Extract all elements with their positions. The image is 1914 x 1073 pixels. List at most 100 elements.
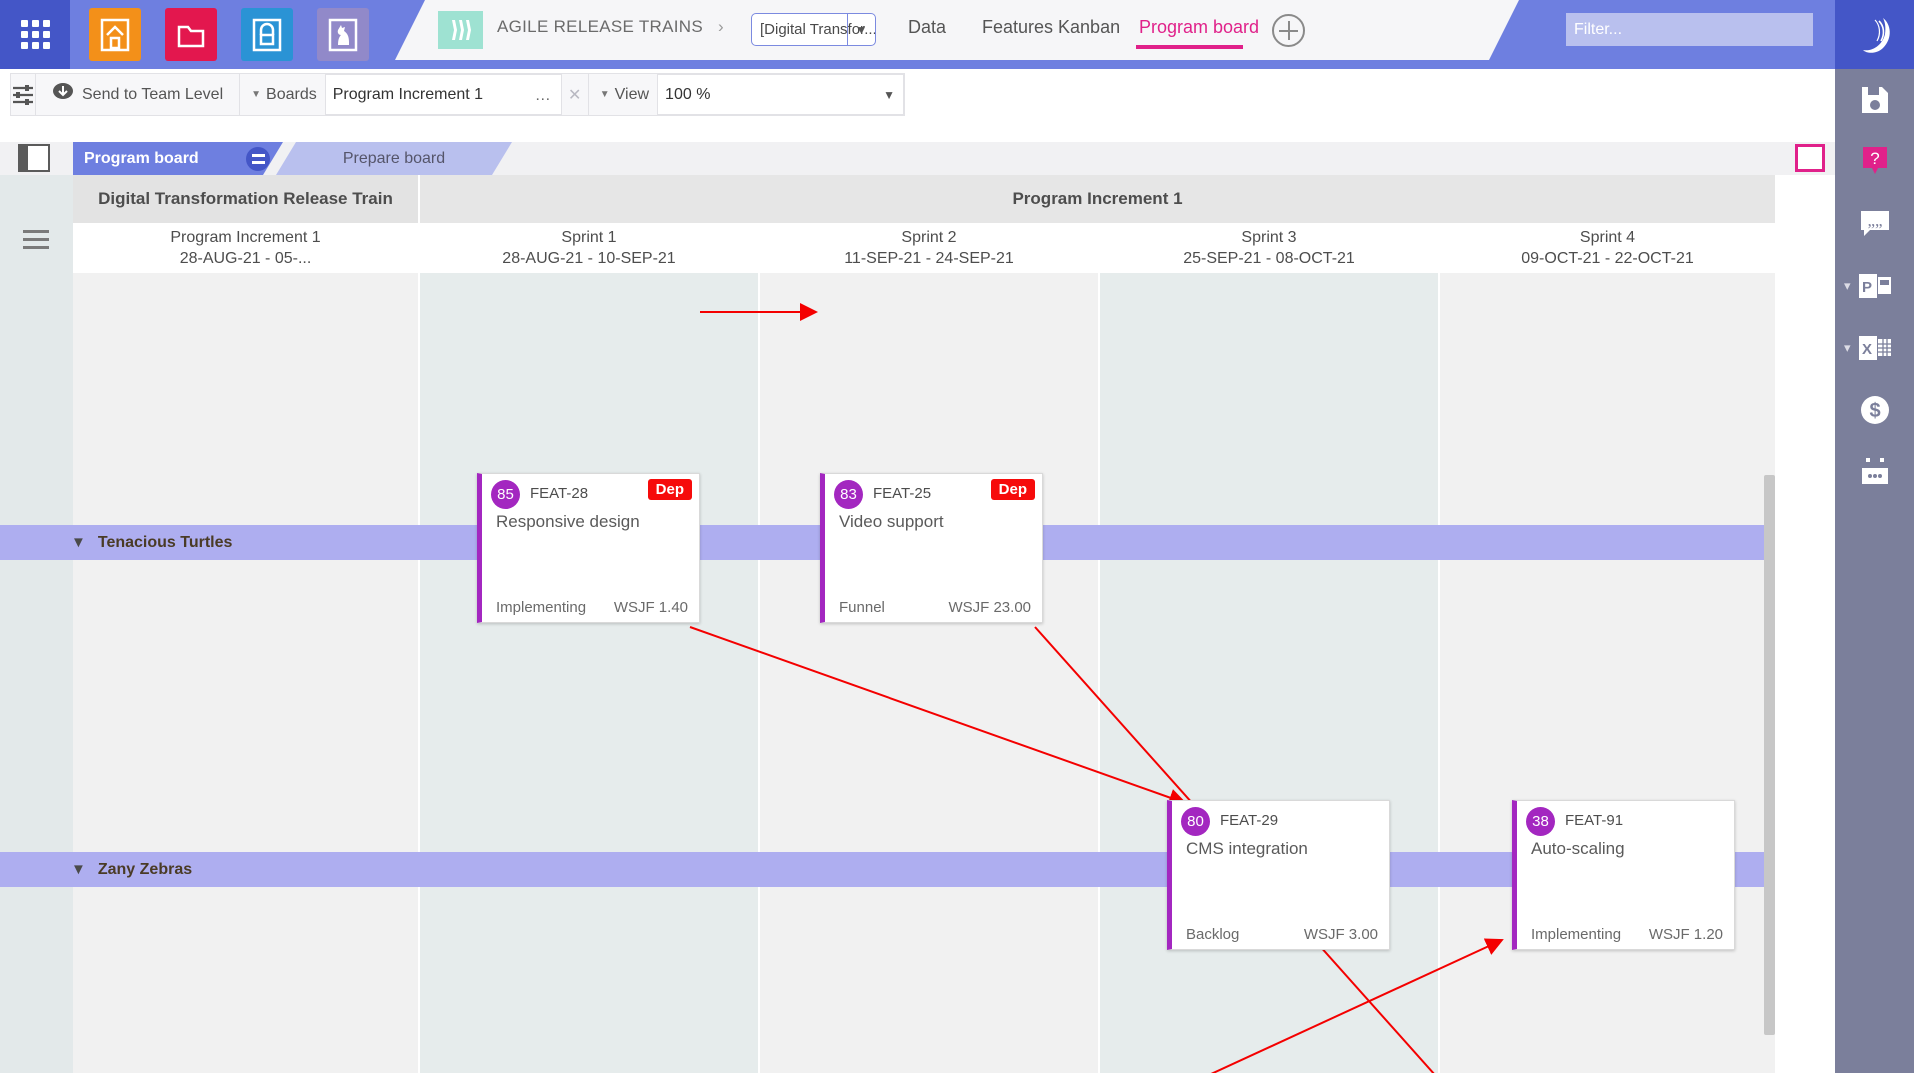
board-toolbar: Send to Team Level ▼ Boards Program Incr…	[10, 73, 905, 116]
moon-icon[interactable]	[1835, 0, 1914, 69]
tab-prepare-board-label: Prepare board	[342, 149, 446, 167]
card-score-badge: 85	[491, 480, 520, 509]
swimlane-name: Zany Zebras	[97, 860, 193, 878]
dependency-badge[interactable]: Dep	[990, 479, 1035, 500]
card-header: 85 FEAT-28 Dep	[482, 474, 699, 510]
card-footer: Implementing WSJF 1.20	[1517, 926, 1734, 943]
chevron-down-icon[interactable]: ▼	[883, 87, 896, 102]
chevron-down-icon[interactable]: ▼	[599, 89, 610, 100]
equals-badge-icon[interactable]	[246, 147, 270, 171]
tab-program-board[interactable]: Program board	[1139, 17, 1260, 37]
card-feature-id[interactable]: FEAT-28	[530, 485, 589, 502]
swimlane-name: Tenacious Turtles	[97, 533, 233, 551]
chevron-down-icon[interactable]: ▼	[847, 14, 875, 45]
add-tab-button[interactable]	[1272, 14, 1305, 47]
feature-card-feat-28[interactable]: 85 FEAT-28 Dep Responsive design Impleme…	[477, 473, 700, 623]
card-state: Implementing	[496, 599, 587, 616]
vertical-scrollbar[interactable]	[1764, 475, 1775, 1035]
release-train-header-label: Digital Transformation Release Train	[98, 189, 393, 208]
card-score-badge: 38	[1526, 807, 1555, 836]
project-select-value: [Digital Transfor...	[760, 21, 875, 38]
comments-quote-icon[interactable]: „„	[1835, 193, 1914, 255]
save-icon[interactable]	[1835, 69, 1914, 131]
card-wsjf: WSJF 1.40	[613, 599, 688, 616]
tab-program-board-label: Program board	[84, 149, 199, 167]
feature-card-feat-29[interactable]: 80 FEAT-29 CMS integration Backlog WSJF …	[1167, 800, 1390, 950]
filter-input[interactable]	[1566, 13, 1813, 46]
card-wsjf: WSJF 3.00	[1303, 926, 1378, 943]
board-left-gutter	[0, 175, 73, 1073]
column-bg-sprint4	[1440, 273, 1775, 1073]
column-header-name: Sprint 4	[1579, 228, 1636, 246]
column-header-sprint-2[interactable]: Sprint 2 11-SEP-21 - 24-SEP-21	[760, 223, 1098, 273]
column-bg-sprint3	[1100, 273, 1438, 1073]
excel-export-icon[interactable]: ▾ X	[1835, 317, 1914, 379]
card-feature-id[interactable]: FEAT-25	[873, 485, 932, 502]
card-feature-id[interactable]: FEAT-29	[1220, 812, 1279, 829]
send-to-team-level-button[interactable]: Send to Team Level	[36, 82, 239, 107]
tab-features-kanban[interactable]: Features Kanban	[982, 17, 1121, 37]
view-value: 100 %	[665, 85, 711, 103]
boards-clear-button[interactable]: ✕	[568, 86, 582, 104]
column-header-sprint-3[interactable]: Sprint 3 25-SEP-21 - 08-OCT-21	[1100, 223, 1438, 273]
tab-data[interactable]: Data	[908, 17, 947, 37]
chess-knight-icon[interactable]	[317, 8, 369, 61]
view-label: View	[614, 85, 650, 103]
chevron-down-icon[interactable]: ▼	[251, 89, 262, 100]
column-header-sprint-1[interactable]: Sprint 1 28-AUG-21 - 10-SEP-21	[420, 223, 758, 273]
svg-text:$: $	[1869, 400, 1880, 422]
sliders-icon[interactable]	[11, 73, 36, 116]
cost-dollar-icon[interactable]: $	[1835, 379, 1914, 441]
column-header-sprint-4[interactable]: Sprint 4 09-OCT-21 - 22-OCT-21	[1440, 223, 1775, 273]
chevron-down-icon[interactable]: ▼	[71, 861, 86, 878]
svg-text:„„: „„	[1867, 211, 1882, 230]
column-header-dates: 09-OCT-21 - 22-OCT-21	[1521, 249, 1694, 267]
card-feature-id[interactable]: FEAT-91	[1565, 812, 1624, 829]
column-header-dates: 28-AUG-21 - 10-SEP-21	[502, 249, 676, 267]
column-header-name: Sprint 1	[561, 228, 617, 246]
card-score-badge: 80	[1181, 807, 1210, 836]
feature-card-feat-91[interactable]: 38 FEAT-91 Auto-scaling Implementing WSJ…	[1512, 800, 1735, 950]
calendar-icon[interactable]	[1835, 441, 1914, 503]
boards-input[interactable]: Program Increment 1 …	[324, 74, 562, 115]
tab-prepare-board[interactable]: Prepare board	[276, 142, 512, 175]
powerpoint-export-icon[interactable]: ▾ P	[1835, 255, 1914, 317]
column-header-pi[interactable]: Program Increment 1 28-AUG-21 - 05-...	[73, 223, 418, 273]
column-header-dates: 11-SEP-21 - 24-SEP-21	[844, 249, 1014, 267]
swimlane-header-zany-zebras[interactable]: ▼ Zany Zebras	[26, 852, 1775, 887]
panel-left-toggle[interactable]	[18, 144, 50, 172]
card-header: 38 FEAT-91	[1517, 801, 1734, 837]
feature-card-feat-25[interactable]: 83 FEAT-25 Dep Video support Funnel WSJF…	[820, 473, 1043, 623]
home-icon[interactable]	[89, 8, 141, 61]
send-to-team-level-label: Send to Team Level	[82, 85, 224, 103]
chevron-down-icon[interactable]: ▼	[71, 534, 86, 551]
help-question-icon[interactable]: ?	[1835, 131, 1914, 193]
panel-right-toggle[interactable]	[1795, 144, 1825, 172]
program-increment-header: Program Increment 1	[420, 175, 1775, 223]
view-select[interactable]: 100 % ▼	[657, 74, 905, 115]
drag-handle-icon[interactable]	[23, 230, 49, 254]
column-header-name: Sprint 2	[901, 228, 957, 246]
folder-icon[interactable]	[165, 8, 217, 61]
card-state: Implementing	[1531, 926, 1622, 943]
card-title: Video support	[839, 512, 944, 531]
active-tab-underline	[1136, 45, 1243, 49]
breadcrumb-release-trains[interactable]: AGILE RELEASE TRAINS	[497, 17, 703, 36]
swimlane-gutter	[0, 852, 26, 887]
release-train-header: Digital Transformation Release Train	[73, 175, 418, 223]
program-board-grid: Digital Transformation Release Train Pro…	[0, 175, 1835, 1073]
boards-more-icon[interactable]: …	[534, 87, 552, 104]
program-increment-header-label: Program Increment 1	[1012, 189, 1183, 208]
project-select[interactable]: [Digital Transfor... ▼	[751, 13, 876, 46]
apps-grid-glyph	[20, 20, 50, 49]
chevron-down-icon[interactable]: ▾	[1844, 278, 1851, 293]
apps-grid-icon[interactable]	[0, 0, 70, 69]
card-footer: Implementing WSJF 1.40	[482, 599, 699, 616]
chevron-down-icon[interactable]: ▾	[1844, 340, 1851, 355]
dependency-badge[interactable]: Dep	[647, 479, 692, 500]
briefcase-icon[interactable]	[241, 8, 293, 61]
svg-text:?: ?	[1870, 149, 1879, 168]
column-header-dates: 28-AUG-21 - 05-...	[179, 249, 312, 267]
swimlane-gutter	[0, 525, 26, 560]
